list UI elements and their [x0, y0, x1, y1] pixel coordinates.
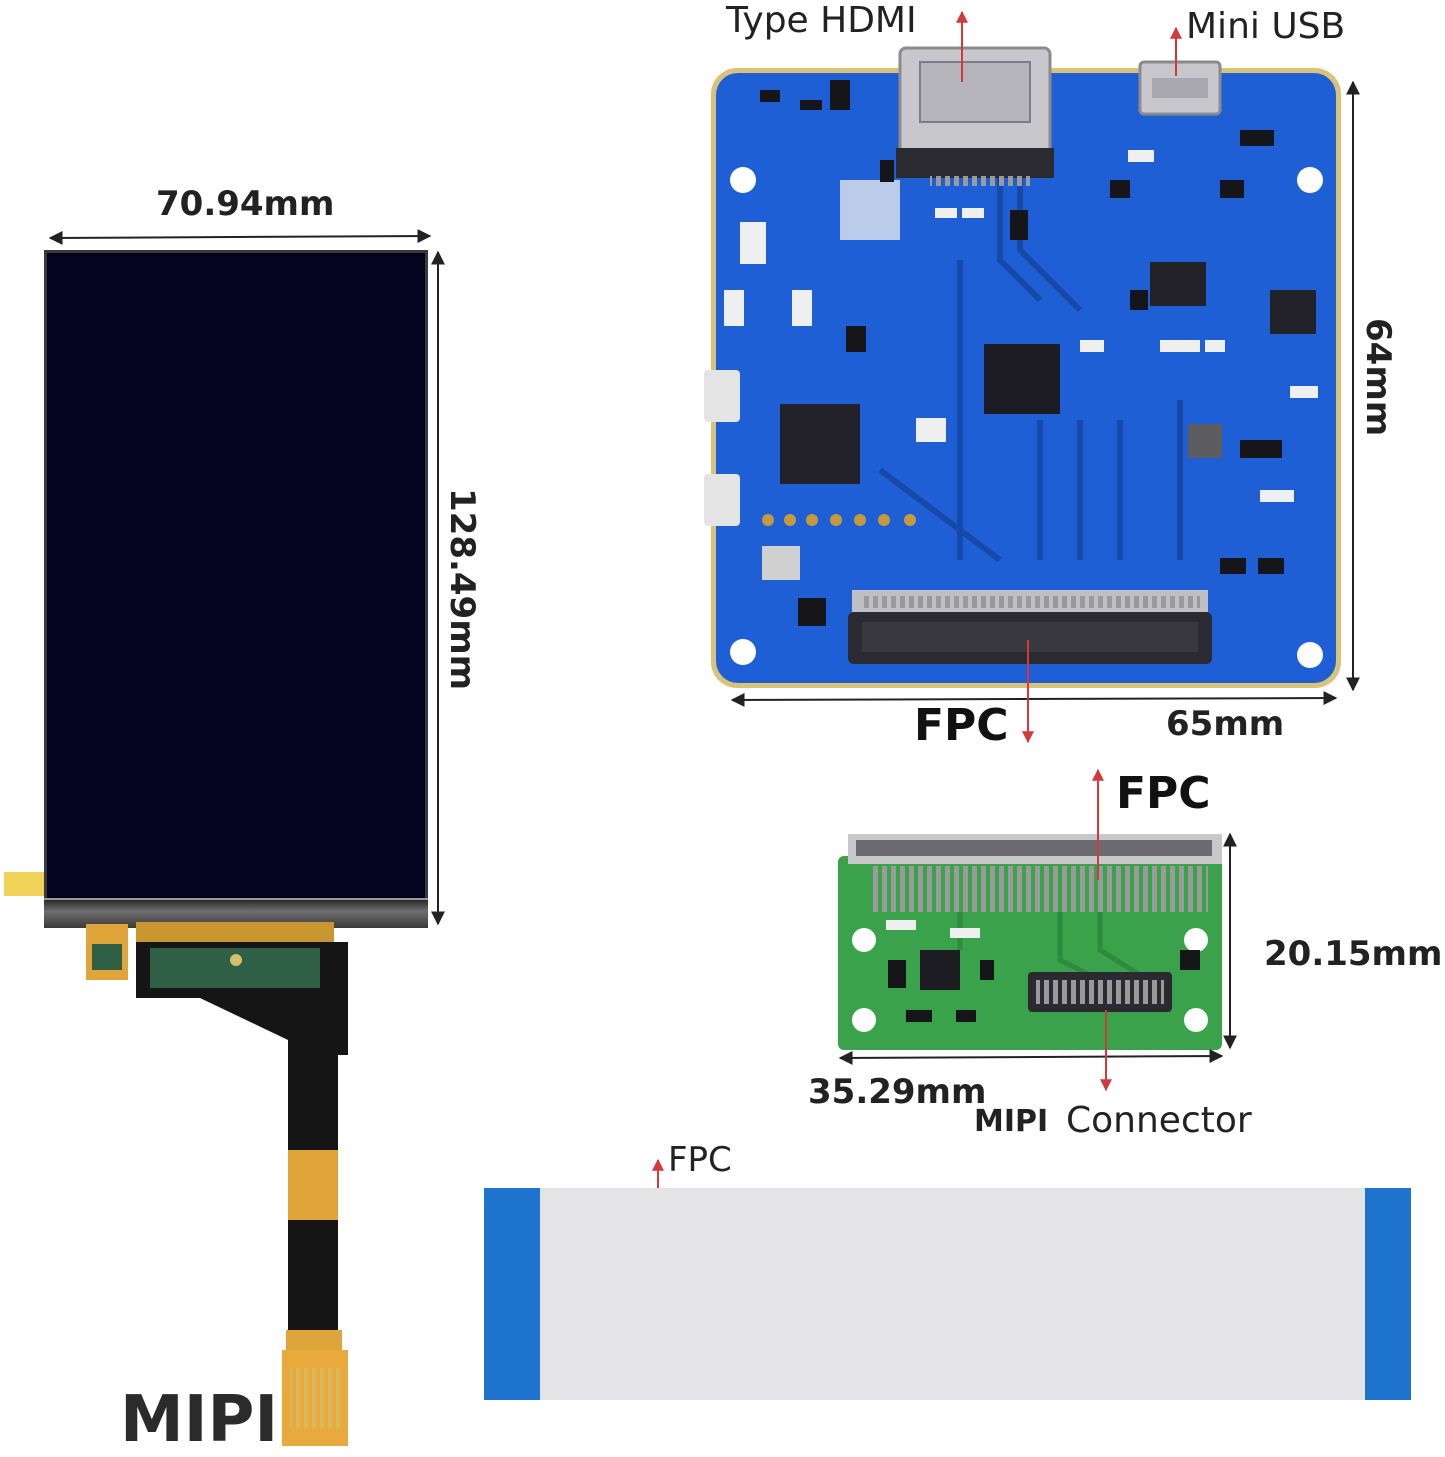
adapter-fpc-label: FPC [1116, 768, 1211, 819]
hdmi-driver-board [704, 46, 1341, 688]
board-width-label: 65mm [1166, 704, 1285, 744]
mipi-big-label: MIPI [120, 1383, 279, 1457]
adapter-width-arrow [838, 1049, 1224, 1065]
mini-usb-label: Mini USB [1186, 6, 1346, 47]
mipi-small-label: MIPI [974, 1104, 1049, 1139]
screen-width-label: 70.94mm [156, 184, 335, 224]
board-height-label: 64mm [1358, 318, 1398, 437]
adapter-width-label: 35.29mm [808, 1072, 987, 1112]
screen-width-arrow [48, 229, 432, 245]
cable-fpc-label: FPC [668, 1140, 732, 1180]
lcd-screen [44, 250, 428, 924]
type-hdmi-label: Type HDMI [726, 0, 917, 41]
board-fpc-label: FPC [914, 700, 1009, 751]
screen-height-label: 128.49mm [442, 488, 482, 691]
ffc-cable-right-end [1365, 1188, 1411, 1400]
adapter-height-label: 20.15mm [1264, 934, 1443, 974]
ffc-cable-left-end [484, 1188, 540, 1400]
board-width-arrow [730, 691, 1338, 707]
lcd-flex-cable [86, 922, 348, 1446]
lcd-tape-tab [4, 872, 44, 896]
connector-label: Connector [1066, 1100, 1252, 1141]
mipi-adapter-board [838, 834, 1222, 1050]
ffc-cable [484, 1188, 1409, 1400]
